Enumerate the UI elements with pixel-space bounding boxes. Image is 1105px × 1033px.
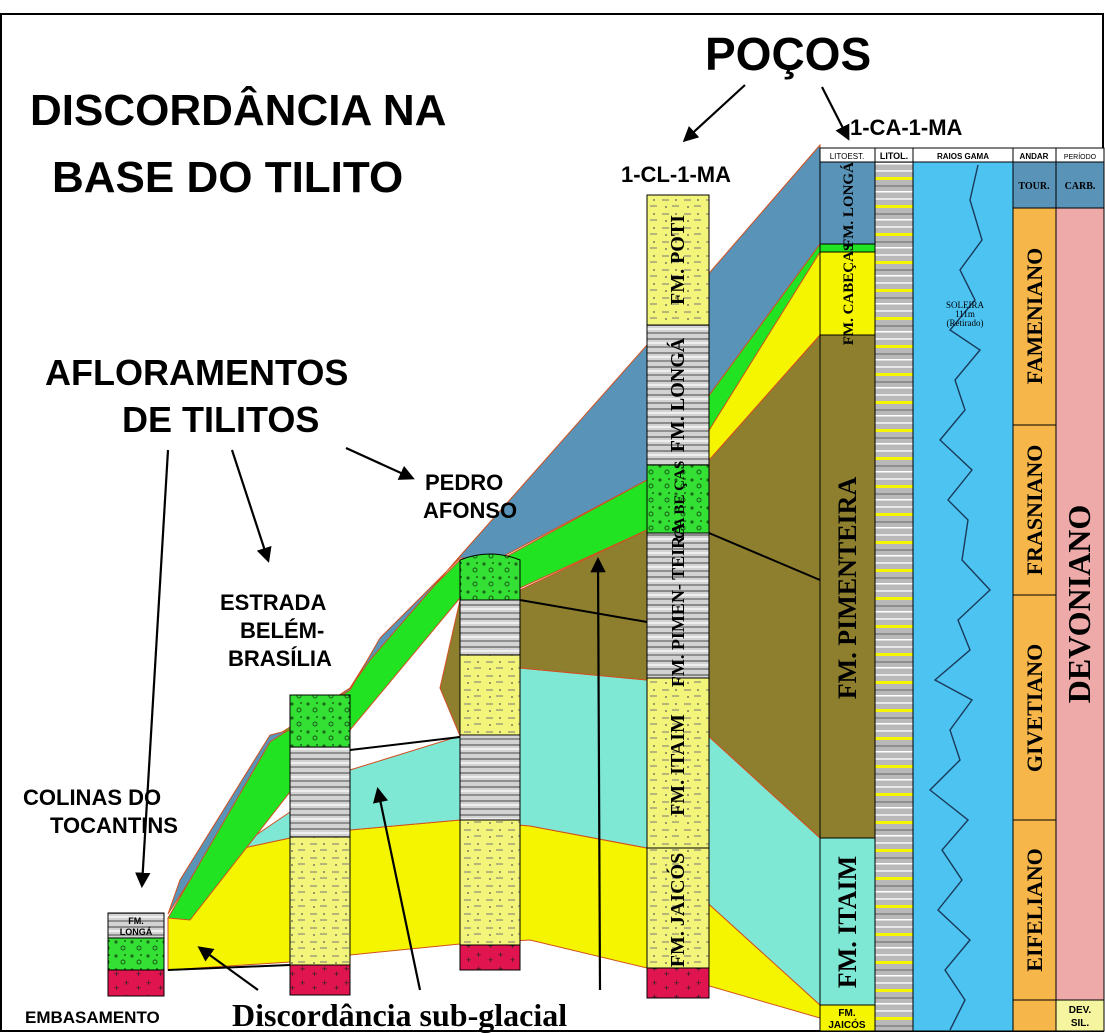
andar-eifeliano: EIFELIANO <box>1022 848 1047 971</box>
periodo-dev-2: SIL. <box>1071 1018 1090 1029</box>
andar-fameniano: FAMENIANO <box>1022 248 1047 384</box>
aflor-line2: DE TILITOS <box>122 399 319 440</box>
pedro-line2: AFONSO <box>423 498 517 523</box>
hdr-litoest: LITOEST. <box>830 152 865 161</box>
column-estrada <box>289 694 351 996</box>
column-pedro-afonso <box>459 553 521 971</box>
well-ca-label: 1-CA-1-MA <box>850 115 963 140</box>
well-cl-label: 1-CL-1-MA <box>621 162 731 187</box>
andar-givetiano: GIVETIANO <box>1022 644 1047 772</box>
cl-poti-label: FM. POTI <box>667 215 689 305</box>
hdr-raios: RAIOS GAMA <box>937 152 989 161</box>
colinas-line2: TOCANTINS <box>50 813 178 838</box>
pedro-line1: PEDRO <box>425 470 503 495</box>
fm-longa-small-1: FM. <box>128 916 144 926</box>
soleira-1: SOLEIRA <box>946 300 985 310</box>
hdr-litol: LITOL. <box>880 151 908 161</box>
well-log-1-ca-1-ma: LITOEST. LITOL. RAIOS GAMA ANDAR PERÍODO… <box>819 147 1105 1032</box>
cl-pimenteira-label: FM. PIMEN- TEIRA <box>668 523 688 687</box>
periodo-dev-1: DEV. <box>1069 1005 1092 1016</box>
title-line2: BASE DO TILITO <box>52 153 403 202</box>
hdr-andar: ANDAR <box>1020 152 1049 161</box>
soleira-3: (Retirado) <box>947 318 984 328</box>
periodo-devoniano: DEVONIANO <box>1061 505 1097 703</box>
cl-longa-label: FM. LONGÁ <box>666 337 689 452</box>
ca-pimenteira-label: FM. PIMENTEIRA <box>833 477 862 700</box>
estrada-line3: BRASÍLIA <box>228 646 332 671</box>
ca-longa-label: FM. LONGÁ <box>840 162 857 248</box>
ca-cabecas-label: FM. CABEÇAS <box>841 243 857 346</box>
correlation-lines <box>167 532 821 971</box>
cl-itaim-label: FM. ITAIM <box>667 714 689 816</box>
estrada-line2: BELÉM- <box>240 618 324 643</box>
ca-itaim-label: FM. ITAIM <box>833 856 862 988</box>
soleira-2: 111m <box>955 309 975 319</box>
andar-frasniano: FRASNIANO <box>1022 445 1047 576</box>
cl-jaicos-label: FM. JAICÓS <box>665 853 689 967</box>
aflor-line1: AFLORAMENTOS <box>45 352 348 393</box>
hdr-periodo: PERÍODO <box>1064 152 1097 161</box>
estrada-line1: ESTRADA <box>220 590 326 615</box>
discordancia-label: Discordância sub-glacial <box>232 997 567 1033</box>
periodo-carb: CARB. <box>1065 181 1096 192</box>
ca-jaicos-2: JAICÓS <box>828 1018 866 1031</box>
column-1-cl-1-ma: FM. POTI FM. LONGÁ CA BE ÇAS FM. PIMEN- … <box>646 194 710 999</box>
arrows <box>135 84 850 991</box>
column-colinas: FM. LONGÁ <box>107 912 165 997</box>
andar-tour: TOUR. <box>1018 181 1050 192</box>
pocos-label: POÇOS <box>705 28 871 80</box>
embasamento-label: EMBASAMENTO <box>25 1008 160 1027</box>
colinas-line1: COLINAS DO <box>23 785 161 810</box>
title-line1: DISCORDÂNCIA NA <box>30 85 446 135</box>
cl-cabecas-label: CA BE ÇAS <box>672 461 688 539</box>
fm-longa-small-2: LONGÁ <box>120 927 153 937</box>
ca-jaicos-1: FM. <box>838 1008 855 1019</box>
